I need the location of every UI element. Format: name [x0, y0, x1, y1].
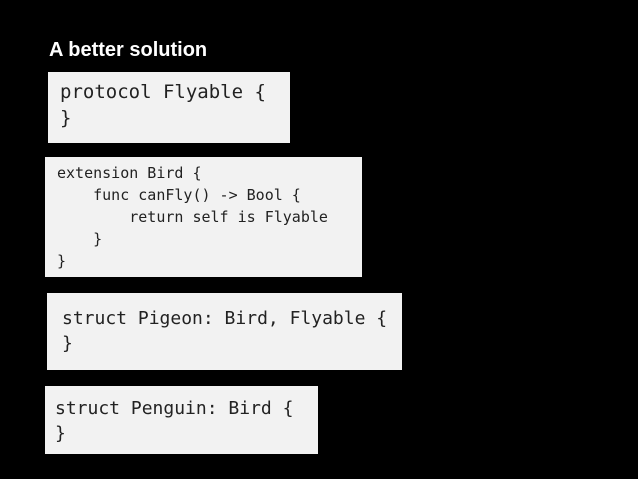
- code-block-struct-pigeon: struct Pigeon: Bird, Flyable { }: [47, 293, 402, 370]
- code-block-struct-penguin: struct Penguin: Bird { }: [45, 386, 318, 454]
- code-block-protocol-flyable: protocol Flyable { }: [48, 72, 290, 143]
- code-block-extension-bird: extension Bird { func canFly() -> Bool {…: [45, 157, 362, 277]
- slide-title: A better solution: [49, 39, 208, 61]
